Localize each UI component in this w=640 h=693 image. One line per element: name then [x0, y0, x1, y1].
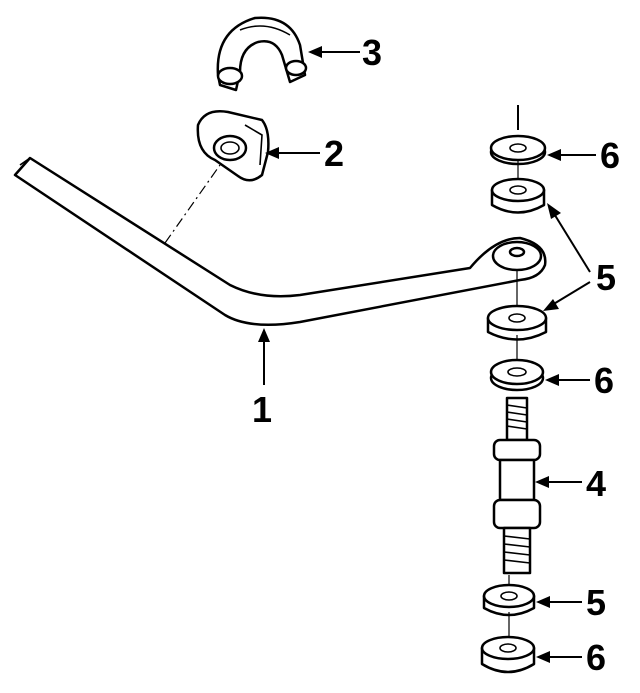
bar-bushing — [196, 110, 270, 182]
callout-1: 1 — [252, 389, 272, 430]
leader-5a — [543, 203, 591, 311]
callout-2: 2 — [324, 133, 344, 174]
leader-6b — [545, 374, 590, 386]
leader-6c — [536, 651, 582, 663]
leader-1 — [258, 328, 270, 385]
leader-3 — [308, 46, 360, 58]
callout-4: 4 — [586, 463, 606, 504]
stabilizer-bar — [13, 156, 547, 327]
leader-2 — [265, 147, 320, 159]
callout-6-top: 6 — [600, 135, 620, 176]
leader-5b — [536, 596, 582, 608]
callout-3: 3 — [362, 32, 382, 73]
bushing-clamp — [216, 16, 308, 92]
callout-5-lower: 5 — [586, 582, 606, 623]
callout-6-bottom: 6 — [586, 637, 606, 678]
callout-6-middle: 6 — [594, 360, 614, 401]
callout-5-upper: 5 — [596, 257, 616, 298]
leader-6a — [547, 149, 596, 161]
centerline — [164, 164, 221, 244]
link-bolt — [492, 396, 542, 575]
leader-4 — [535, 476, 582, 488]
link-stack — [480, 105, 548, 674]
